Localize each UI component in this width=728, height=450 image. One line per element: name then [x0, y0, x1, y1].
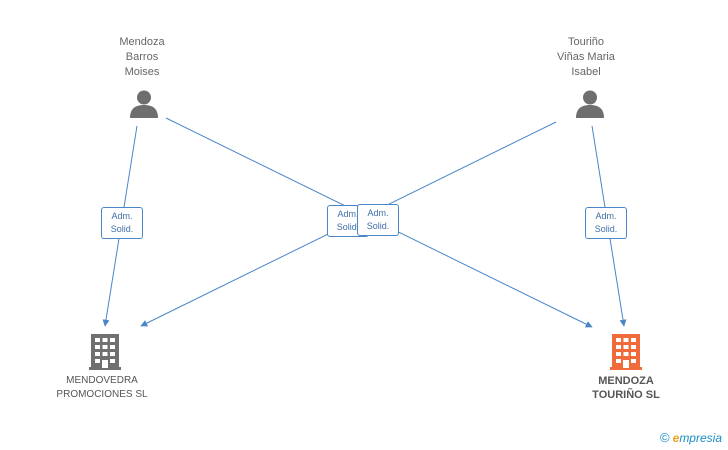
company-name-mendovedra[interactable]: MENDOVEDRA PROMOCIONES SL [32, 374, 172, 402]
role-badge-p2-c2[interactable]: Adm. Solid. [585, 207, 627, 239]
person-name-line: Moises [124, 66, 160, 78]
role-line: Solid. [336, 222, 360, 232]
company-name-line: MENDOVEDRA [66, 375, 138, 386]
person-icon[interactable] [575, 89, 605, 119]
person-name-line: Touriño [567, 36, 605, 48]
person-name-mendoza-barros-moises[interactable]: Mendoza Barros Moises [87, 35, 197, 80]
brand-logo-e: e [672, 431, 680, 445]
company-name-mendoza-tourino[interactable]: MENDOZA TOURIÑO SL [556, 374, 696, 402]
person-icon[interactable] [129, 89, 159, 119]
role-line: Solid. [594, 224, 618, 234]
empresia-watermark: ©empresia [660, 430, 722, 445]
company-name-line: MENDOZA [598, 375, 654, 387]
company-name-line: PROMOCIONES SL [56, 389, 148, 400]
role-line: Solid. [110, 224, 134, 234]
role-line: Adm. [595, 211, 617, 221]
brand-logo-text: mpresia [679, 431, 722, 445]
building-icon[interactable] [610, 334, 642, 370]
role-line: Adm. [367, 208, 389, 218]
role-line: Adm. [111, 211, 133, 221]
role-line: Solid. [366, 221, 390, 231]
role-badge-p1-c1[interactable]: Adm. Solid. [101, 207, 143, 239]
company-name-line: TOURIÑO SL [592, 389, 660, 401]
role-badge-p2-c1[interactable]: Adm. Solid. [357, 204, 399, 236]
person-name-line: Barros [125, 51, 159, 63]
role-line: Adm. [337, 209, 359, 219]
person-name-line: Mendoza [119, 36, 165, 48]
person-name-line: Isabel [571, 66, 601, 78]
person-name-line: Viñas Maria [557, 51, 615, 63]
building-icon[interactable] [89, 334, 121, 370]
person-name-tourino-vinas-maria-isabel[interactable]: Touriño Viñas Maria Isabel [531, 35, 641, 80]
copyright-symbol: © [660, 430, 670, 445]
